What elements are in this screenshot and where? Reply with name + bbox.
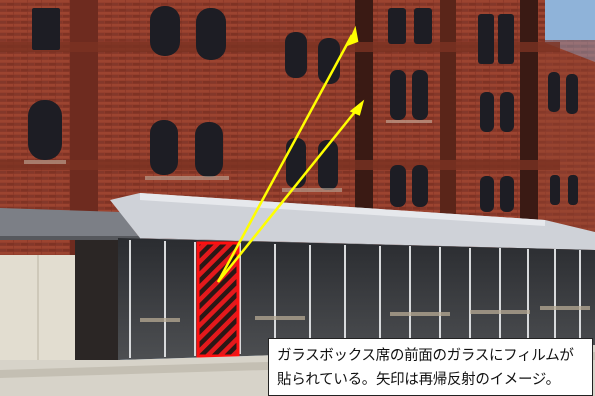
caption-line-1: ガラスボックス席の前面のガラスにフィルムが — [277, 348, 574, 364]
hatched-film-panel — [196, 241, 240, 358]
interior-furniture — [140, 306, 590, 322]
cornice-band — [0, 42, 560, 52]
cornice-band — [0, 160, 560, 170]
arrow-icon — [216, 25, 365, 283]
caption-line-2: 貼られている。矢印は再帰反射のイメージ。 — [277, 372, 560, 388]
caption-box: ガラスボックス席の前面のガラスにフィルムが 貼られている。矢印は再帰反射のイメー… — [268, 338, 593, 396]
upper-windows — [32, 6, 578, 114]
canopy-roof — [110, 193, 595, 250]
middle-windows — [28, 70, 578, 212]
glass-mullions — [129, 240, 581, 358]
side-roof — [0, 208, 140, 238]
